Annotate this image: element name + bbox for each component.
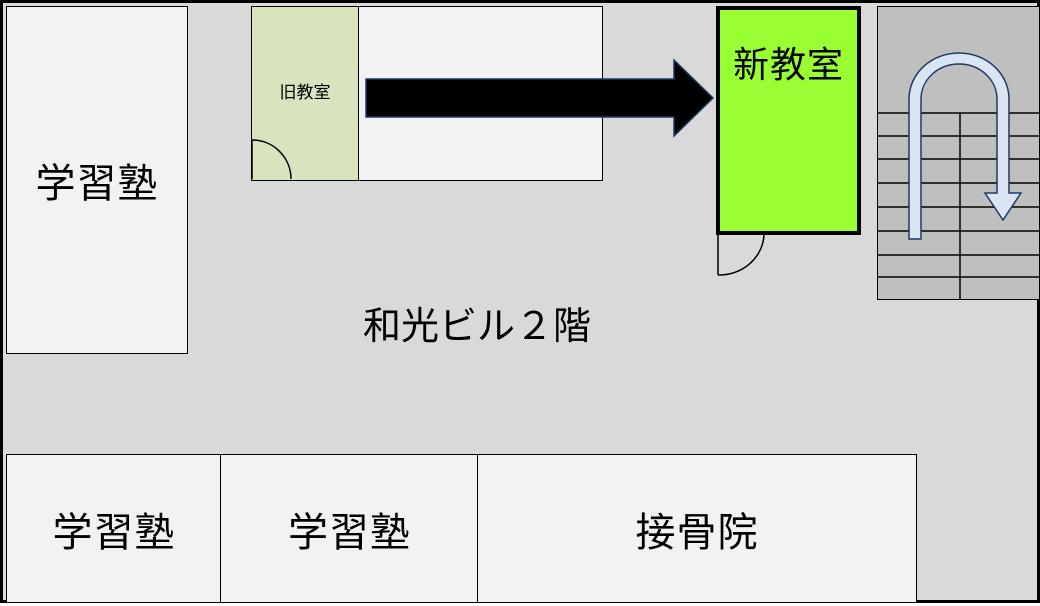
room-label: 新教室 [732, 44, 844, 86]
room-label: 学習塾 [52, 509, 176, 556]
u-turn-arrow-icon [908, 52, 1023, 240]
room-juku-bottom-2: 学習塾 [220, 454, 479, 603]
room-label: 学習塾 [288, 509, 411, 556]
room-new-classroom: 新教室 [716, 6, 861, 235]
floor-label: 和光ビル２階 [363, 304, 592, 348]
door-swing-icon [251, 139, 292, 180]
arrow-right-icon [365, 58, 715, 138]
room-label: 学習塾 [35, 161, 159, 207]
room-clinic: 接骨院 [477, 454, 917, 603]
floor-plan-overlay [251, 52, 1040, 299]
stair-treads [877, 112, 1040, 299]
room-juku-bottom-1: 学習塾 [6, 454, 222, 603]
room-label: 旧教室 [279, 83, 331, 103]
door-swing-icon [717, 233, 765, 276]
room-label: 接骨院 [635, 509, 759, 556]
room-juku-top-left: 学習塾 [6, 6, 188, 354]
room-old-classroom: 旧教室 [251, 6, 359, 181]
